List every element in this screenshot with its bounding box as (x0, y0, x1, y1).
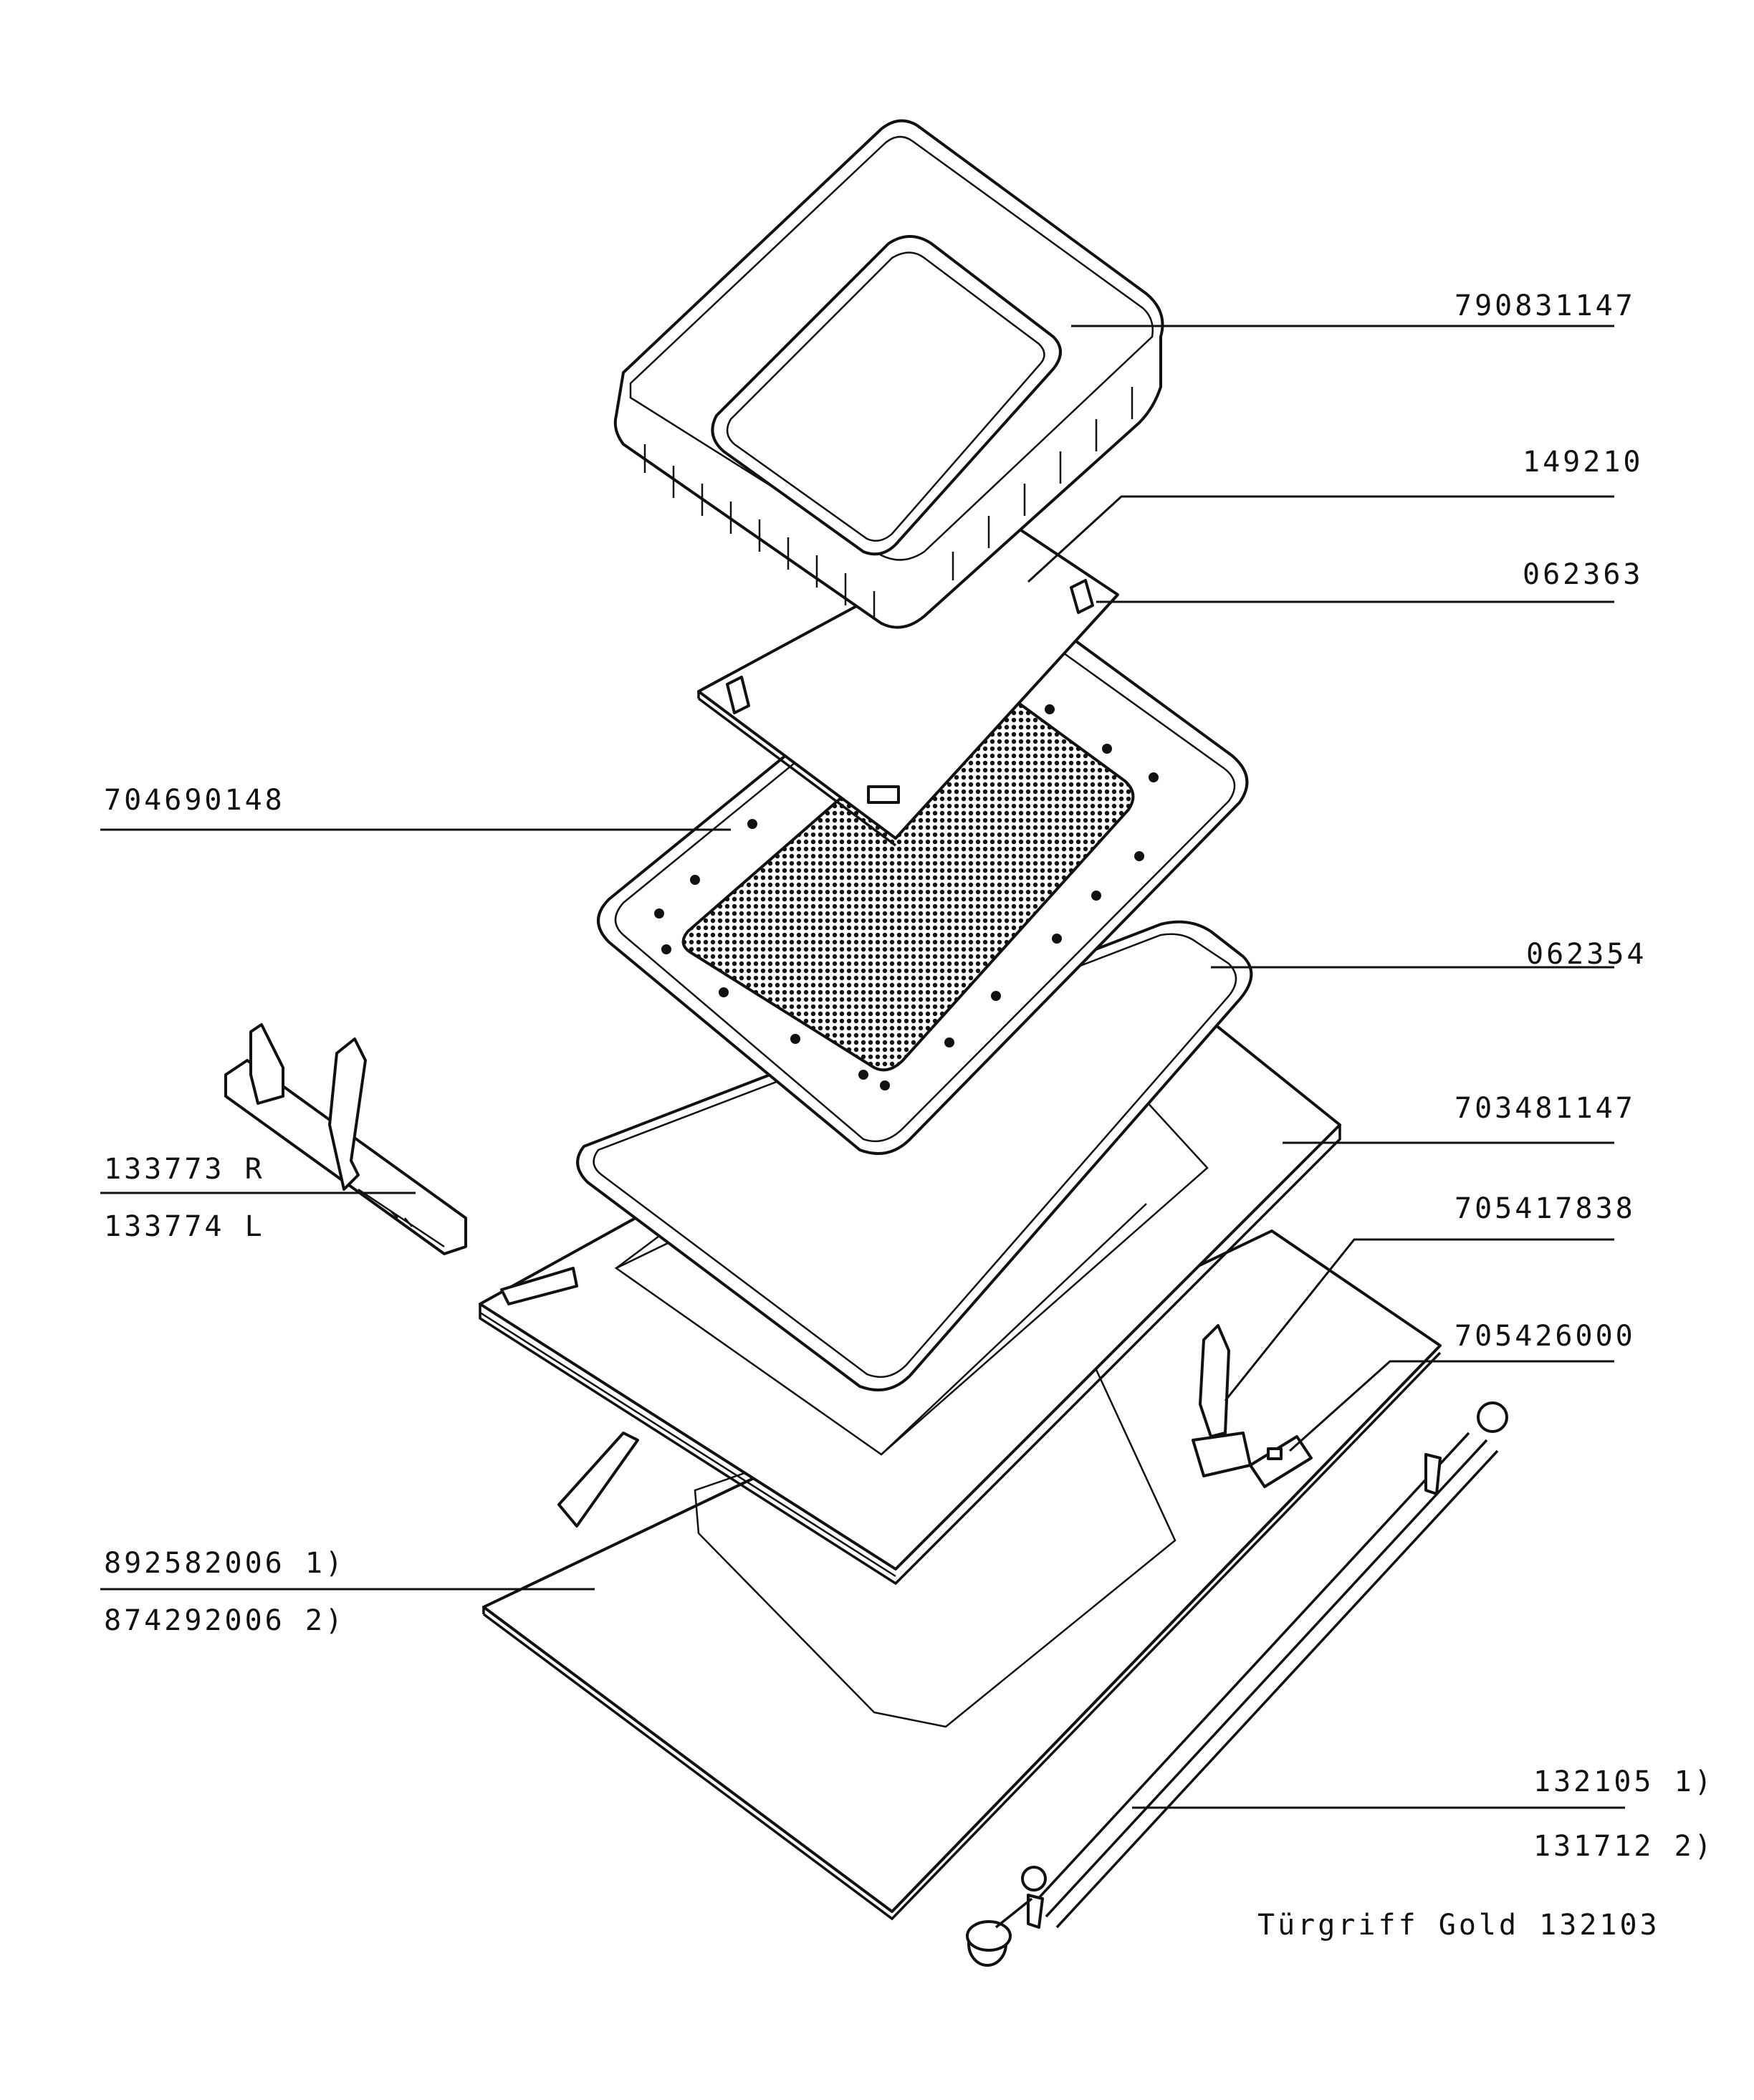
part-label: 874292006 2) (104, 1604, 345, 1637)
leader-p2 (1027, 495, 1614, 583)
part-label: 133773 R (104, 1153, 265, 1186)
part-label: 705417838 (1455, 1192, 1636, 1225)
leader-p8 (1224, 1238, 1614, 1401)
handle-note: Türgriff Gold 132103 (1257, 1909, 1660, 1942)
door-top-cover (613, 119, 1164, 629)
part-label: 149210 (1523, 446, 1644, 479)
latch-plate (1249, 1435, 1313, 1488)
part-label: 131712 2) (1533, 1830, 1715, 1863)
part-label: 892582006 1) (104, 1547, 345, 1580)
part-label: 133774 L (104, 1210, 265, 1243)
door-gasket (576, 920, 1253, 1391)
part-labels: 790831147 149210 062363 704690148 062354… (104, 289, 1715, 1942)
leader-p9 (1289, 1360, 1614, 1452)
door-hinge (224, 1023, 467, 1255)
part-label: 790831147 (1455, 289, 1636, 322)
part-label: 705426000 (1455, 1320, 1636, 1353)
part-label: 703481147 (1455, 1092, 1636, 1125)
mesh-screen-panel (597, 594, 1249, 1155)
part-label: 062354 (1526, 938, 1647, 971)
part-label: 062363 (1523, 558, 1644, 591)
part-label: 132105 1) (1533, 1765, 1715, 1798)
part-label: 704690148 (104, 784, 285, 817)
door-handle (966, 1401, 1508, 1967)
leader-lines (100, 325, 1625, 1809)
